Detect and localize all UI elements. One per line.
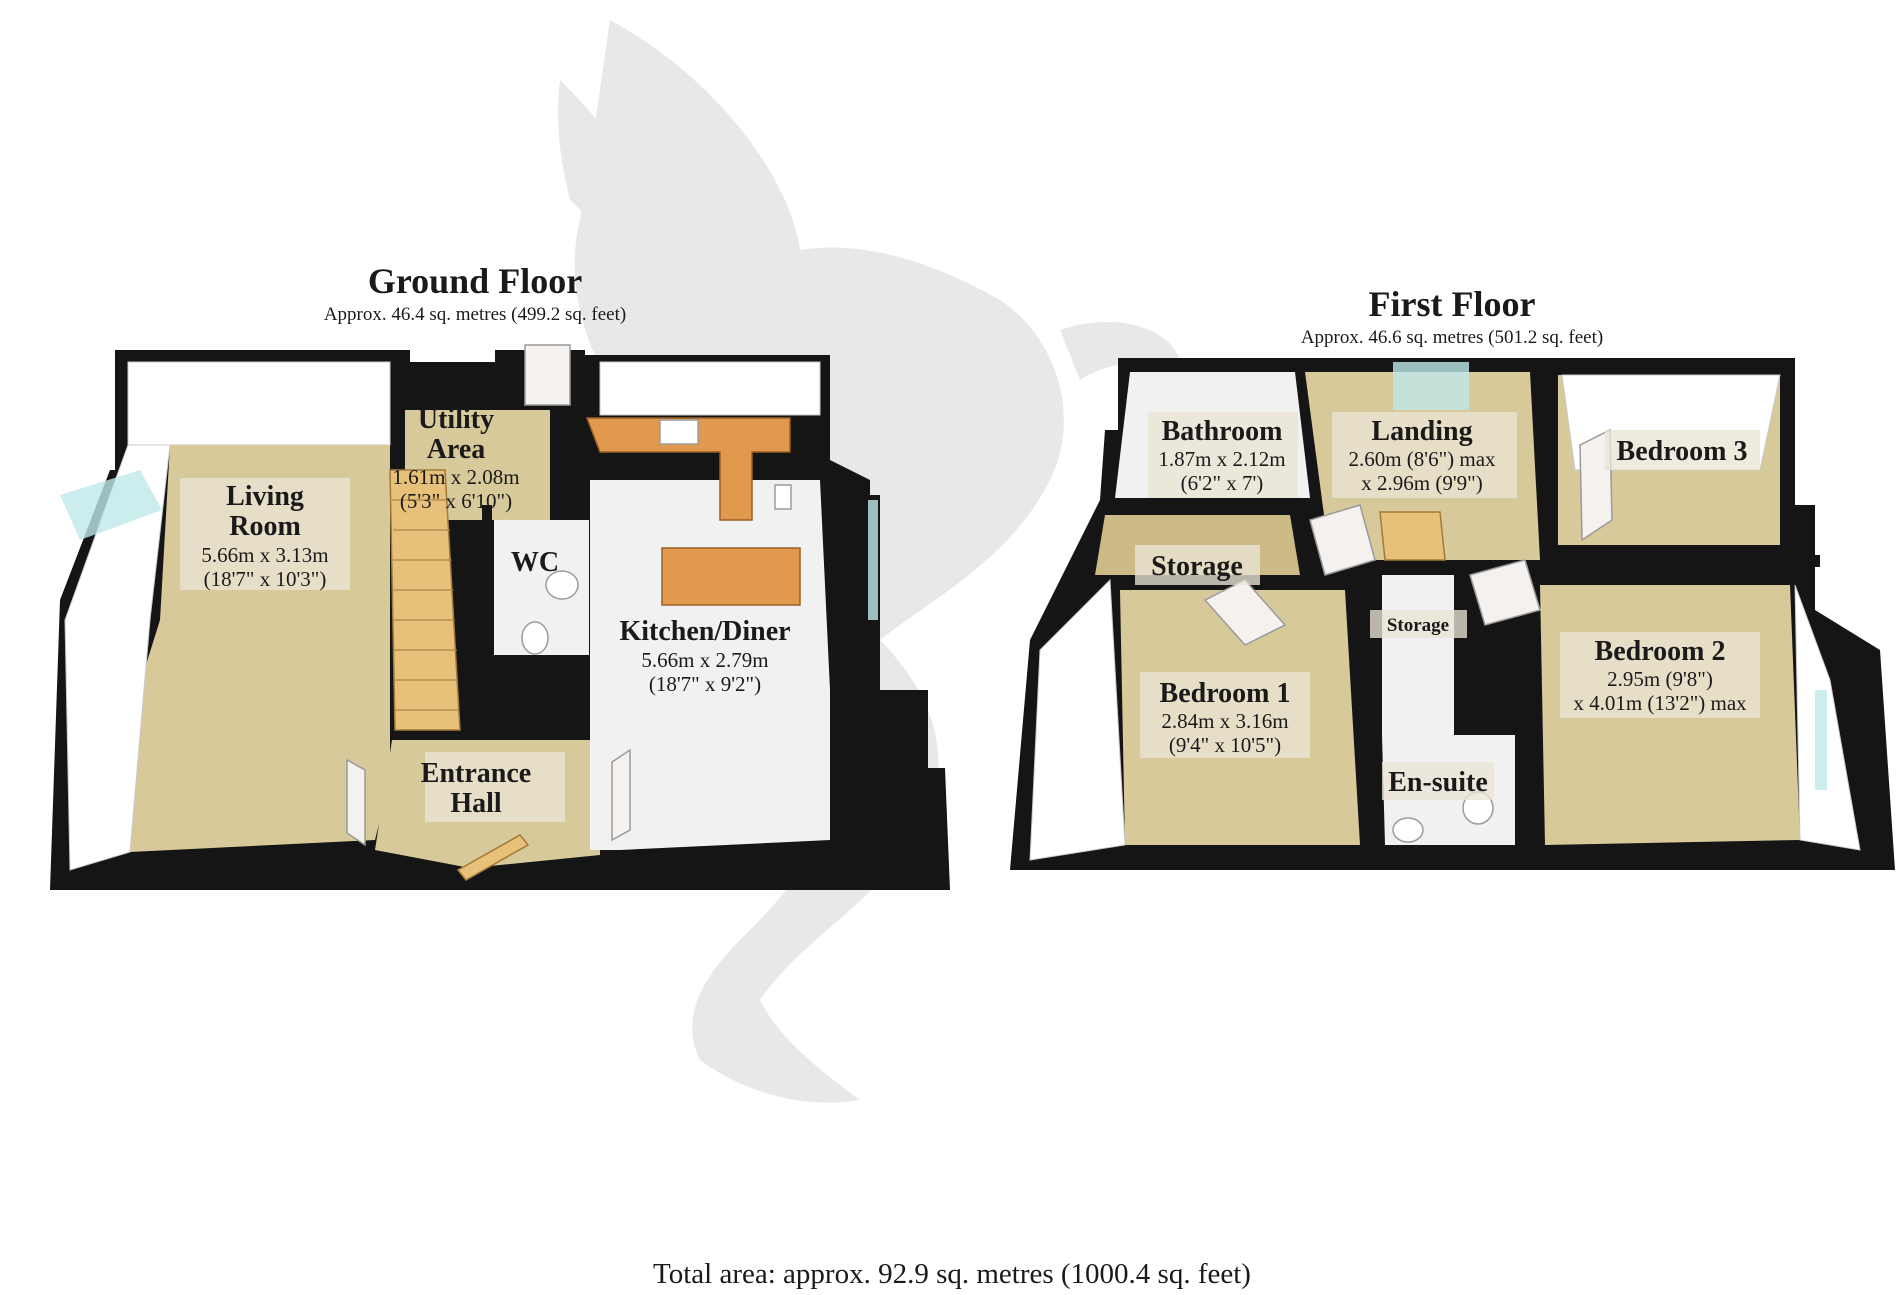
utility-dim-metric: 1.61m x 2.08m [392,465,519,489]
bathroom-door [1309,504,1376,576]
wc-label: WC [511,547,559,578]
kitchen-diner-label: Kitchen/Diner 5.66m x 2.79m (18'7" x 9'2… [619,616,790,696]
landing-dim-metric: 2.60m (8'6") max [1348,447,1496,471]
kitchen-island [661,547,801,606]
storage-small-label: Storage [1370,610,1467,638]
utility-name-2: Area [427,434,486,465]
wc-toilet-icon [521,621,549,655]
bedroom-3-wall-bottom [1545,555,1820,567]
kitchen-window-side [868,500,878,620]
storage-small-name: Storage [1387,615,1449,636]
living-room-door [346,758,366,847]
kitchen-worktop-back [585,417,791,521]
bathroom-dim-imperial: (6'2" x 7') [1181,471,1264,495]
ground-floor-title: Ground Floor [368,261,582,301]
bathroom-dim-metric: 1.87m x 2.12m [1158,447,1285,471]
landing-name: Landing [1371,416,1472,447]
hall-name-1: Entrance [421,758,531,789]
utility-area-label: Utility Area 1.61m x 2.08m (5'3" x 6'10"… [392,404,519,513]
wc-wall-left [482,505,492,745]
kitchen-dim-metric: 5.66m x 2.79m [641,648,768,672]
living-room-label: Living Room 5.66m x 3.13m (18'7" x 10'3"… [180,478,350,591]
storage-small-floor [1382,575,1454,735]
staircase [389,469,461,731]
front-door [456,834,530,881]
bedroom-2-name: Bedroom 2 [1595,636,1726,667]
ensuite-name: En-suite [1388,767,1488,798]
storage-left-label: Storage [1135,545,1260,585]
sink-icon [774,484,792,510]
bathroom-name: Bathroom [1162,416,1283,447]
living-room-name-2: Room [229,511,301,542]
storage-left-name: Storage [1151,551,1243,582]
wc-wall-bottom [494,655,604,665]
kitchen-name: Kitchen/Diner [619,616,790,647]
bedroom-3-door [1579,428,1613,542]
living-room-name-1: Living [226,481,304,512]
bedroom-1-dim-imperial: (9'4" x 10'5") [1169,733,1281,757]
utility-name-1: Utility [418,404,494,435]
ensuite-label: En-suite [1382,762,1494,800]
back-door [524,344,571,406]
utility-dim-imperial: (5'3" x 6'10") [400,489,512,513]
hall-name-2: Hall [450,788,502,819]
bedroom-3-label: Bedroom 3 [1605,430,1760,470]
living-room-side-wall [64,444,171,871]
landing-stairs [1379,511,1446,561]
living-room-window [60,470,162,540]
bedroom-1-door [1203,579,1287,646]
first-floor-title: First Floor [1369,284,1536,324]
kitchen-door [611,748,631,842]
first-floor-area: Approx. 46.6 sq. metres (501.2 sq. feet) [1301,327,1603,348]
bedroom-2-window [1815,690,1827,790]
ground-floor-plan: Ground Floor Approx. 46.4 sq. metres (49… [50,261,950,890]
kitchen-dim-imperial: (18'7" x 9'2") [649,672,761,696]
bedroom-3-name: Bedroom 3 [1617,436,1748,467]
first-floor-plan: First Floor Approx. 46.6 sq. metres (501… [1010,284,1895,870]
living-room-back-wall [127,361,391,446]
landing-dim-imperial: x 2.96m (9'9") [1361,471,1482,495]
storage-wall-left [1370,565,1382,735]
bedroom-1-side-wall [1029,578,1126,861]
wc-basin-icon [545,570,579,600]
living-room-dim-imperial: (18'7" x 10'3") [204,567,327,591]
bedroom-2-door [1469,559,1541,626]
bedroom-2-side-wall [1794,584,1861,851]
ground-floor-area: Approx. 46.4 sq. metres (499.2 sq. feet) [324,304,626,325]
hob-icon [659,419,699,445]
bedroom-2-dim-imperial: x 4.01m (13'2") max [1573,691,1747,715]
bedroom-2-label: Bedroom 2 2.95m (9'8") x 4.01m (13'2") m… [1560,632,1760,718]
bedroom-1-name: Bedroom 1 [1160,678,1291,709]
landing-window [1393,362,1469,410]
bedroom-3-wall-left [1545,380,1557,560]
landing-label: Landing 2.60m (8'6") max x 2.96m (9'9") [1332,412,1517,498]
ensuite-basin-icon [1392,817,1424,843]
bedroom-2-dim-metric: 2.95m (9'8") [1607,667,1713,691]
kitchen-back-wall [599,361,821,416]
bedroom-1-dim-metric: 2.84m x 3.16m [1161,709,1288,733]
storage-wall-right [1455,565,1467,735]
living-room-dim-metric: 5.66m x 3.13m [201,543,328,567]
bathroom-label: Bathroom 1.87m x 2.12m (6'2" x 7') [1148,412,1298,498]
entrance-hall-label: Entrance Hall [421,752,565,822]
bedroom-1-label: Bedroom 1 2.84m x 3.16m (9'4" x 10'5") [1140,672,1310,758]
total-area: Total area: approx. 92.9 sq. metres (100… [653,1258,1251,1290]
